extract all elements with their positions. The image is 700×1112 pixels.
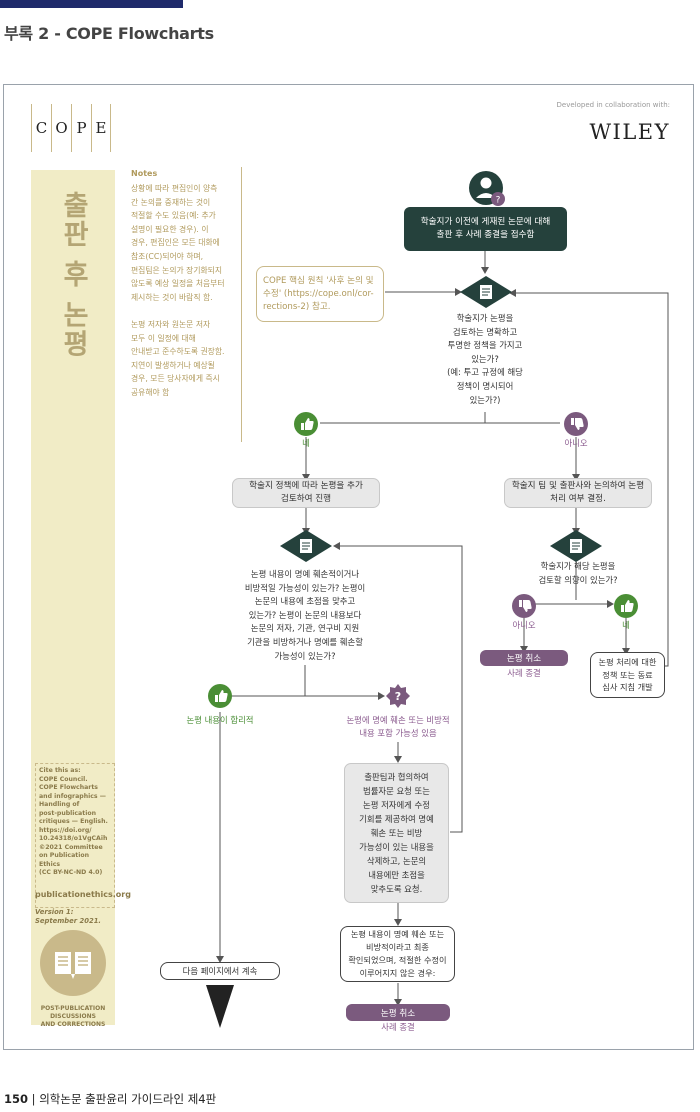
confirmed-box: 논평 내용이 명예 훼손 또는 비방적이라고 최종 확인되었으며, 적절한 수정… <box>340 926 455 982</box>
badge-label: POST-PUBLICATION DISCUSSIONS AND CORRECT… <box>40 1005 106 1028</box>
person-icon: ? <box>468 170 505 206</box>
defamatory-label: 논평에 명예 훼손 또는 비방적 내용 포함 가능성 있음 <box>346 715 450 738</box>
q3-yes-label: 네 <box>622 620 630 630</box>
thumbs-down-icon <box>512 594 536 618</box>
svg-text:?: ? <box>496 196 501 206</box>
cope-letter: P <box>71 104 91 152</box>
sidebar <box>31 170 115 1025</box>
no-label: 아니오 <box>564 438 588 448</box>
citation-box: Cite this as: COPE Council. COPE Flowcha… <box>35 763 115 908</box>
notes-text: 상황에 따라 편집인이 양측 간 논의를 중재하는 것이 적절할 수도 있음(예… <box>131 184 225 397</box>
appendix-title: 부록 2 - COPE Flowcharts <box>4 24 214 43</box>
page-number: 150 <box>4 1092 29 1106</box>
question-willing: 학술지가 해당 논평을 검토할 의향이 있는가? <box>538 561 618 585</box>
cope-letter: E <box>91 104 111 152</box>
svg-text:?: ? <box>395 690 401 703</box>
decision-diamond-icon <box>280 530 332 562</box>
reference-box: COPE 핵심 원칙 '사후 논의 및 수정' (https://cope.on… <box>256 266 384 322</box>
reject-pill: 논평 취소 <box>346 1004 450 1021</box>
cope-letter: C <box>31 104 51 152</box>
cope-logo: C O P E <box>31 104 111 152</box>
question-policy: 학술지가 논평을 검토하는 명확하고 투명한 정책을 가지고 있는가? (예: … <box>447 313 523 405</box>
sidebar-title: 출판 후 논평 <box>57 191 89 359</box>
question-defamation: 논평 내용이 명예 훼손적이거나 비방적일 가능성이 있는가? 논평이 논문의 … <box>244 569 366 661</box>
q3-no-label: 아니오 <box>512 620 536 630</box>
yes-label: 네 <box>302 438 310 448</box>
wiley-logo: WILEY <box>589 120 670 144</box>
version-label: Version 1: September 2021. <box>35 908 102 925</box>
case-closed-label: 사례 종결 <box>381 1022 415 1032</box>
yes-action-box: 학술지 정책에 따라 논평을 추가 검토하여 진행 <box>232 478 380 508</box>
notes-divider <box>241 167 242 442</box>
page-footer: 150 | 의학논문 출판윤리 가이드라인 제4판 <box>4 1091 216 1107</box>
footer-separator: | <box>28 1092 40 1106</box>
cope-letter: O <box>51 104 71 152</box>
top-accent-bar <box>0 0 183 8</box>
thumbs-up-icon <box>294 412 318 436</box>
no-action-box: 학술지 팀 및 출판사와 논의하여 논평 처리 여부 결정. <box>504 478 652 508</box>
reject-pill: 논평 취소 <box>480 650 568 666</box>
case-closed-label: 사례 종결 <box>507 668 541 678</box>
thumbs-down-icon <box>564 412 588 436</box>
start-box: 학술지가 이전에 게재된 논문에 대해 출판 후 사례 종결을 접수함 <box>404 207 567 251</box>
thumbs-up-icon <box>208 684 232 708</box>
collab-label: Developed in collaboration with: <box>556 101 670 109</box>
warning-question-icon: ? <box>386 684 410 708</box>
thumbs-up-icon <box>614 594 638 618</box>
reasonable-label: 논평 내용이 합리적 <box>186 715 254 725</box>
book-icon <box>40 930 106 996</box>
book-title: 의학논문 출판윤리 가이드라인 제4판 <box>39 1092 217 1106</box>
decision-diamond-icon <box>460 276 512 308</box>
notes-title: Notes <box>131 169 158 178</box>
legal-advice-box: 출판팀과 협의하여 법률자문 요청 또는 논평 저자에게 수정 기회를 제공하여… <box>344 763 449 903</box>
continue-box: 다음 페이지에서 계속 <box>160 962 280 980</box>
policy-develop-box: 논평 처리에 대한 정책 또는 동료 심사 지침 개발 <box>590 652 665 698</box>
decision-diamond-icon <box>550 530 602 562</box>
site-link[interactable]: publicationethics.org <box>35 890 131 899</box>
